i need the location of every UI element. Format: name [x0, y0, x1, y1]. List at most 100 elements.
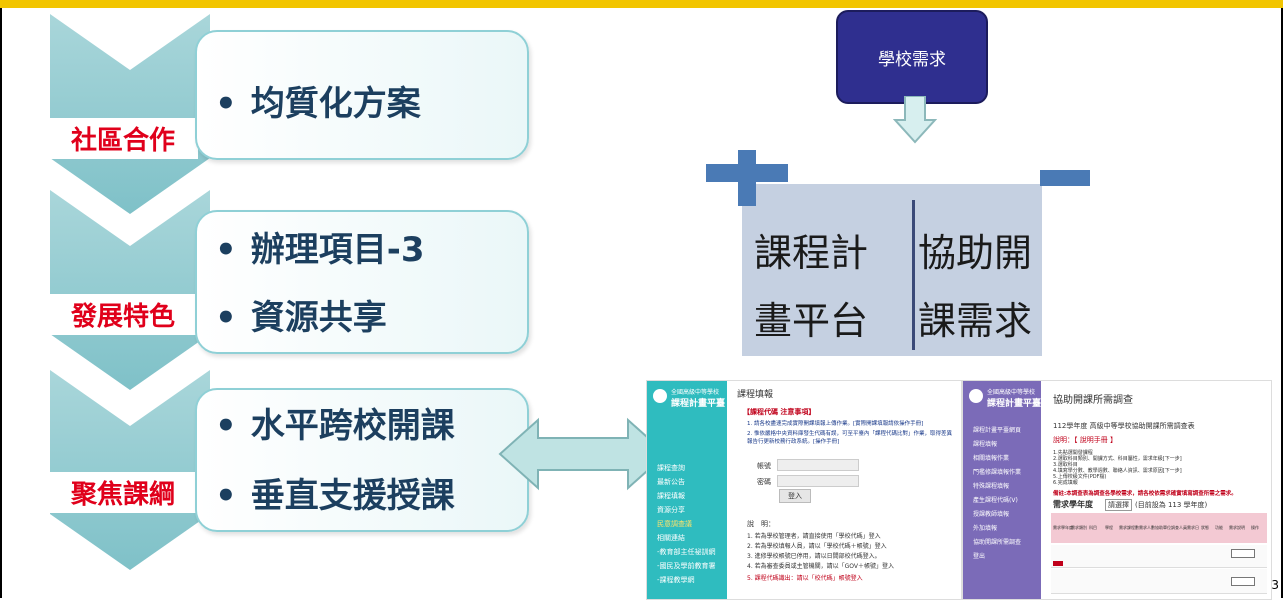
- bullet-panel-2: [195, 210, 529, 354]
- bullet-item: •資源共享: [215, 298, 387, 338]
- notice-title: 【課程代碼 注意事項】: [743, 408, 816, 416]
- sidebar-item[interactable]: 協助開課所需調查: [973, 539, 1022, 546]
- page-title: 課程填報: [737, 390, 774, 400]
- table-header-cell: 功能: [1215, 525, 1223, 530]
- step-line: 5.上傳校級文件(PDF檔): [1053, 474, 1107, 480]
- bullet-panel-1: [195, 30, 529, 160]
- logo-title: 課程計畫平臺: [671, 399, 726, 409]
- sidebar-item[interactable]: 最新公告: [657, 478, 685, 486]
- platform-text: 協助開: [918, 231, 1033, 275]
- course-survey-screenshot: 全國高級中等學校 課程計畫平臺 課程計畫平臺網頁 課程填報 相關填報作業 門檻修…: [962, 380, 1272, 600]
- sidebar-item[interactable]: -國民及學前教育署: [657, 562, 716, 570]
- bullet-item: •垂直支援授課: [215, 476, 455, 516]
- year-note: (目前設為 113 學年度): [1135, 501, 1208, 509]
- chevron-shape-2: [50, 190, 210, 390]
- table-header-cell: 需求說明: [1229, 525, 1245, 530]
- sidebar-item[interactable]: 特殊課程填報: [973, 483, 1010, 490]
- bullet-item: •水平跨校開課: [215, 406, 455, 446]
- year-select[interactable]: 請選擇: [1105, 499, 1132, 511]
- table-header-cell: 需求課程數: [1119, 525, 1139, 530]
- logo-subtitle: 全國高級中等學校: [987, 389, 1036, 396]
- table-header-cell: 操作: [1251, 525, 1259, 530]
- top-accent-bar: [0, 0, 1283, 8]
- logo-icon: [969, 389, 983, 403]
- survey-subtitle: 112學年度 高級中等學校協助開課所需調查表: [1053, 422, 1195, 430]
- table-header-cell: 學程: [1105, 525, 1113, 530]
- explain-link[interactable]: 說明：【 說明手冊 】: [1053, 436, 1117, 444]
- platform-text: 畫平台: [754, 299, 869, 343]
- instructions-title: 說 明：: [747, 520, 775, 528]
- account-input[interactable]: [777, 459, 859, 471]
- sidebar-item[interactable]: 相關連結: [657, 534, 685, 542]
- instruction-line: 1. 若為學校管理者，請直接使用「學校代碼」登入: [747, 533, 881, 540]
- table-header-cell: 需求日: [1187, 525, 1199, 530]
- year-label: 需求學年度: [1053, 500, 1093, 509]
- password-label: 密碼: [757, 478, 771, 486]
- notice-line: 2. 惟依嚴格中央資料庫發生代碼有誤，可至平臺內「課程代碼比對」作業，取得差異報…: [747, 431, 952, 445]
- chevron-shape-1: [50, 14, 210, 214]
- instruction-line: 3. 進修學校帳號已停用，請以日間部校代碼登入。: [747, 553, 881, 560]
- platform-divider: [912, 200, 915, 350]
- sidebar-item[interactable]: 外加填報: [973, 525, 998, 532]
- bullet-item: •辦理項目-3: [215, 230, 425, 270]
- sidebar-item[interactable]: 課程計畫平臺網頁: [973, 427, 1022, 434]
- screenshot-sidebar: 全國高級中等學校 課程計畫平臺 課程查詢 最新公告 課程填報 資源分享 民意調查…: [647, 381, 727, 599]
- section-label-development: 發展特色: [48, 294, 198, 335]
- minus-icon: [1040, 170, 1090, 186]
- sidebar-item[interactable]: 產生課程代碼(V): [973, 497, 1018, 504]
- sidebar-item[interactable]: 授課教師填報: [973, 511, 1010, 518]
- sidebar-item[interactable]: 相關填報作業: [973, 455, 1010, 462]
- step-line: 2.選取科目類別、開課方式、科目屬性，需求年級[下一步]: [1053, 456, 1182, 462]
- sidebar-item[interactable]: 課程查詢: [657, 464, 685, 472]
- password-input[interactable]: [777, 475, 859, 487]
- action-button[interactable]: [1231, 577, 1255, 586]
- instruction-line: 2. 若為學校填報人員，請以「學校代碼＋帳號」登入: [747, 543, 887, 550]
- section-label-community: 社區合作: [48, 118, 198, 159]
- logo-title: 課程計畫平臺: [987, 399, 1042, 409]
- sidebar-item[interactable]: 登出: [973, 553, 986, 560]
- table-header-cell: 需求類別: [1071, 525, 1087, 530]
- page-number: 3: [1271, 578, 1279, 592]
- course-platform-screenshot: 全國高級中等學校 課程計畫平臺 課程查詢 最新公告 課程填報 資源分享 民意調查…: [646, 380, 962, 600]
- double-arrow-icon: [498, 417, 668, 491]
- page-title: 協助開課所需調查: [1053, 395, 1133, 406]
- account-label: 帳號: [757, 462, 771, 470]
- instruction-line: 5. 課程代碼識出：請以「校代碼」帳號登入: [747, 575, 863, 582]
- table-row: [1051, 545, 1267, 568]
- sidebar-item[interactable]: 課程填報: [657, 492, 685, 500]
- instruction-line: 4. 若為審查委員或主管機關，請以「GOV＋帳號」登入: [747, 563, 895, 570]
- logo-icon: [653, 389, 667, 403]
- sidebar-item[interactable]: 資源分享: [657, 506, 685, 514]
- table-header-cell: 科目: [1089, 525, 1097, 530]
- step-line: 4.填寫學分數、教學週數、聯絡人資訊、需求原因[下一步]: [1053, 468, 1182, 474]
- step-line: 1.先點選開發課程: [1053, 450, 1093, 456]
- sidebar-item[interactable]: 課程填報: [973, 441, 998, 448]
- bullet-item: •均質化方案: [215, 84, 421, 124]
- school-need-box: 學校需求: [836, 10, 988, 104]
- platform-text: 課需求: [918, 299, 1033, 343]
- table-header-cell: 需求人數: [1139, 525, 1155, 530]
- login-button[interactable]: 登入: [779, 489, 811, 503]
- slide-border-right: [1281, 8, 1283, 598]
- table-header-cell: 狀態: [1201, 525, 1209, 530]
- table-header: 需求學年度 需求類別 科目 學程 需求課程數 需求人數 協助單位 調查人員 需求…: [1051, 513, 1267, 543]
- sidebar-item[interactable]: 民意調查議: [657, 520, 692, 528]
- notice-line: 1. 請各校盡速完成實際開課填報上傳作業。[實際開課填報請依操作手冊]: [747, 421, 924, 427]
- table-header-cell: 協助單位: [1155, 525, 1171, 530]
- step-line: 3.選取科目: [1053, 462, 1078, 468]
- sidebar-item[interactable]: -教育部主任祕訓網: [657, 548, 716, 556]
- screenshot-sidebar: 全國高級中等學校 課程計畫平臺 課程計畫平臺網頁 課程填報 相關填報作業 門檻修…: [963, 381, 1041, 599]
- warning-text: 備註:本調查表為調查各學校需求，請各校依需求確實填寫調查所需之需求。: [1053, 491, 1237, 497]
- sidebar-item[interactable]: -課程教學網: [657, 576, 695, 584]
- down-arrow-icon: [893, 96, 937, 144]
- delete-button[interactable]: [1053, 561, 1063, 566]
- action-button[interactable]: [1231, 549, 1255, 558]
- step-line: 6.完成填報: [1053, 480, 1078, 486]
- plus-icon: [738, 150, 756, 206]
- table-header-cell: 調查人員: [1171, 525, 1187, 530]
- sidebar-item[interactable]: 門檻修課填報作業: [973, 469, 1022, 476]
- table-header-cell: 需求學年度: [1053, 525, 1073, 530]
- logo-subtitle: 全國高級中等學校: [671, 389, 720, 396]
- section-label-curriculum: 聚焦課綱: [48, 472, 198, 513]
- platform-text: 課程計: [754, 231, 869, 275]
